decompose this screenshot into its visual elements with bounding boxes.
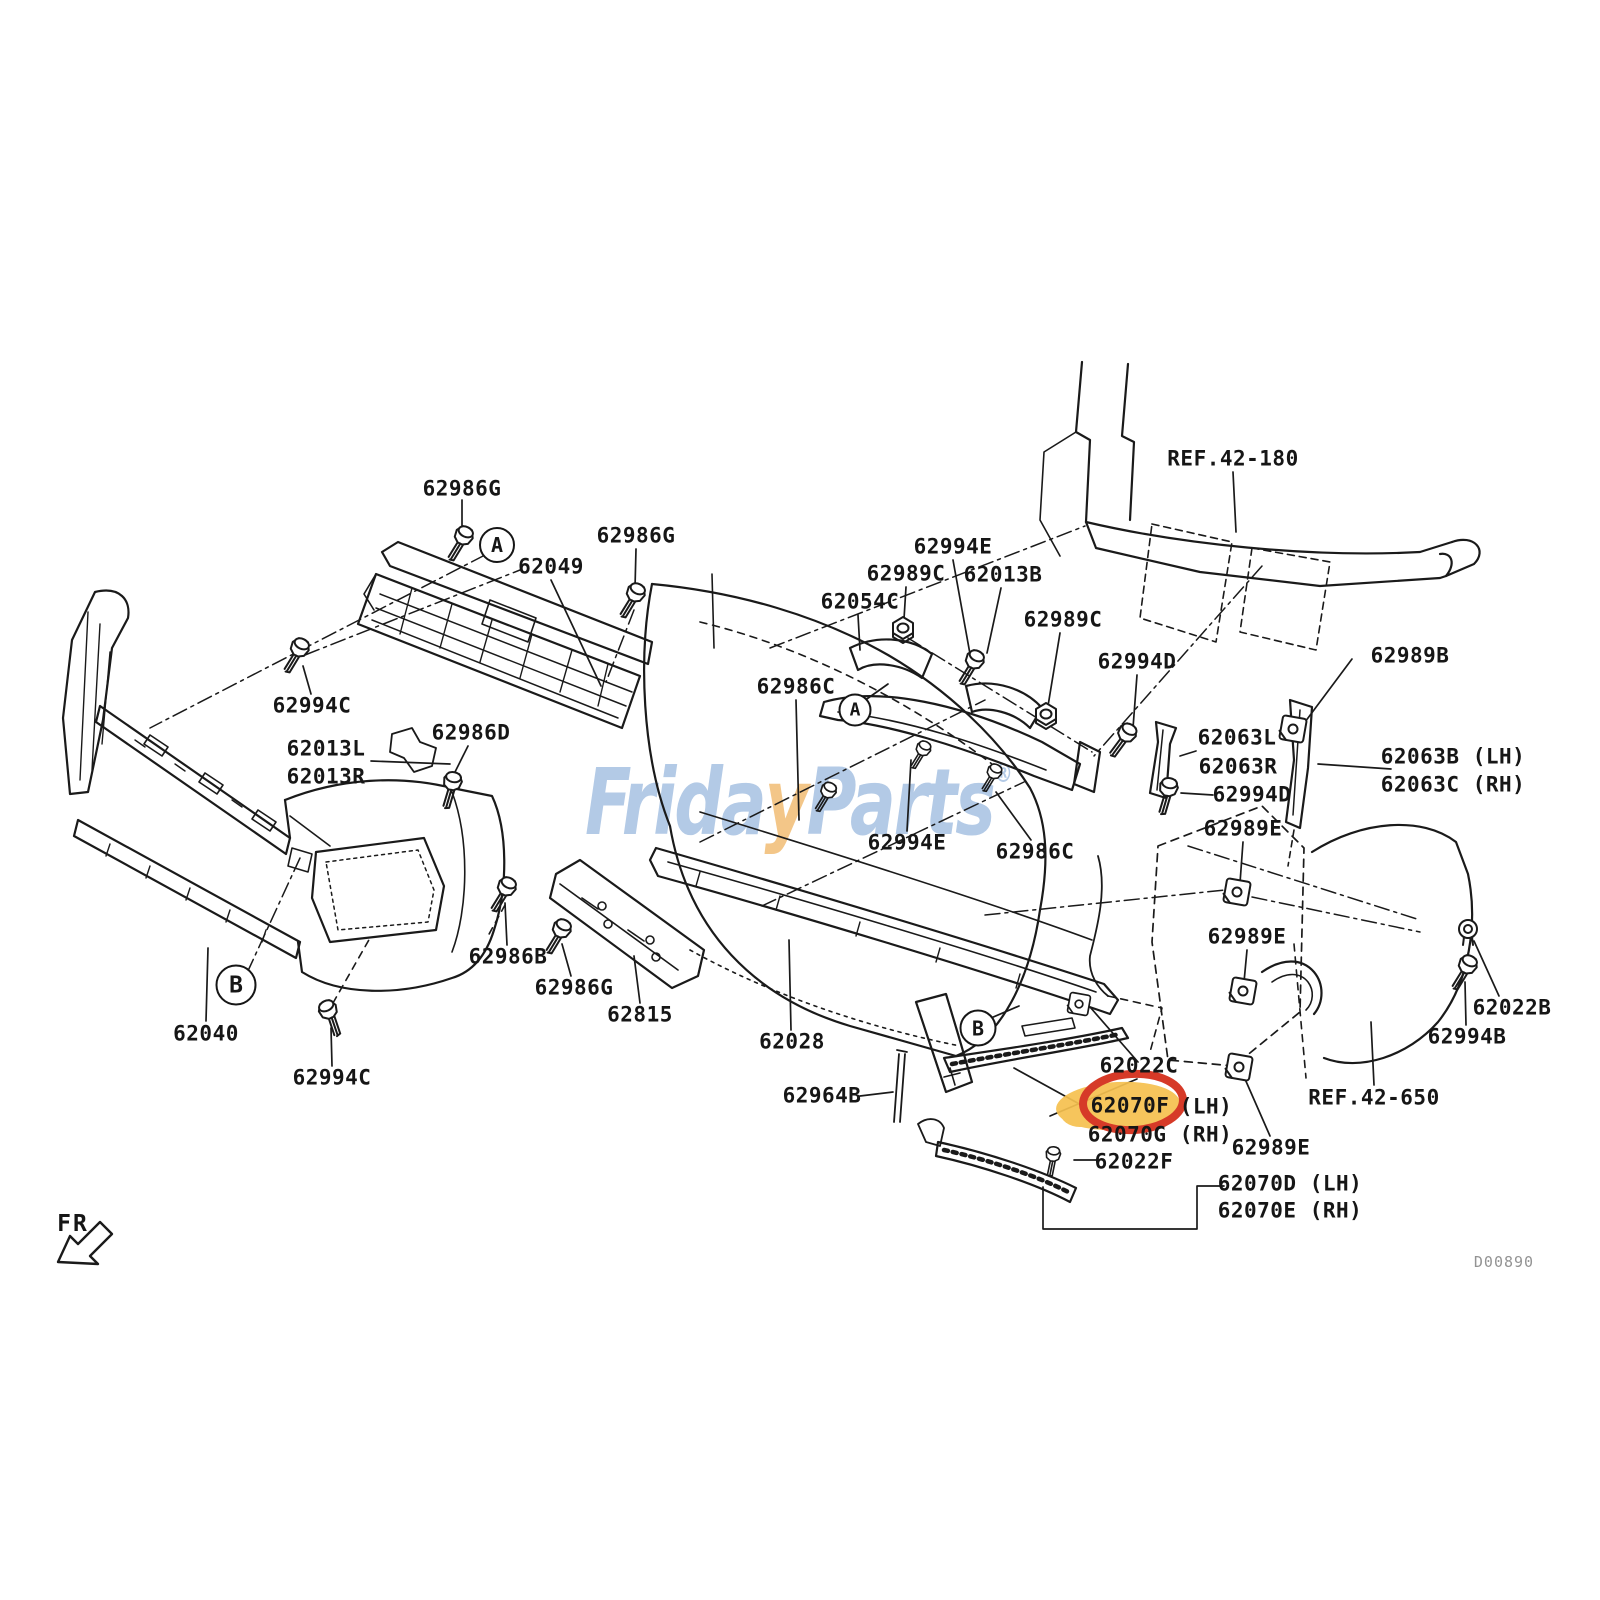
license-bracket-62815 bbox=[548, 858, 706, 990]
bolt-icon bbox=[1043, 1145, 1063, 1178]
skid-garnish-62028 bbox=[648, 811, 1120, 1016]
doc-code: D00890 bbox=[1473, 1253, 1535, 1271]
pin-62964b bbox=[893, 1049, 908, 1123]
radiator-grille-62049 bbox=[356, 540, 654, 730]
nut-icon bbox=[891, 615, 915, 645]
highlight-ellipse bbox=[1079, 1069, 1187, 1135]
center-bumper-fascia bbox=[643, 573, 1163, 1058]
support-frame-ref-42-180 bbox=[1039, 360, 1481, 651]
highlight-marker bbox=[1056, 1069, 1187, 1135]
clip-icon bbox=[1221, 876, 1253, 908]
watermark: FridayParts® bbox=[585, 750, 1013, 857]
reinforcement-bar-assembly bbox=[818, 638, 1102, 794]
nut-icon bbox=[1034, 701, 1058, 731]
bracket-62013 bbox=[389, 727, 437, 773]
watermark-text: FridayParts® bbox=[585, 750, 1011, 857]
bolt-icon bbox=[443, 522, 478, 566]
hidden-lines bbox=[332, 904, 506, 1004]
fr-arrow-icon bbox=[56, 1220, 114, 1266]
fender-ref-42-650 bbox=[1151, 805, 1474, 1079]
bolt-icon bbox=[1447, 951, 1482, 995]
clip-icon bbox=[1065, 991, 1092, 1017]
watermark-accent-letter: y bbox=[764, 750, 811, 857]
bolt-icon bbox=[279, 634, 314, 678]
fr-direction-label: FR bbox=[57, 1211, 89, 1237]
construction-lines bbox=[149, 525, 1421, 974]
bolt-icon bbox=[541, 915, 576, 959]
clip-icon bbox=[1227, 975, 1259, 1007]
front-bumper-62040 bbox=[61, 589, 506, 992]
clip-icon bbox=[1277, 713, 1309, 745]
clip-icon bbox=[1223, 1051, 1255, 1083]
lower-garnish-strips-62070 bbox=[893, 992, 1130, 1204]
bolt-icon bbox=[1104, 719, 1141, 763]
